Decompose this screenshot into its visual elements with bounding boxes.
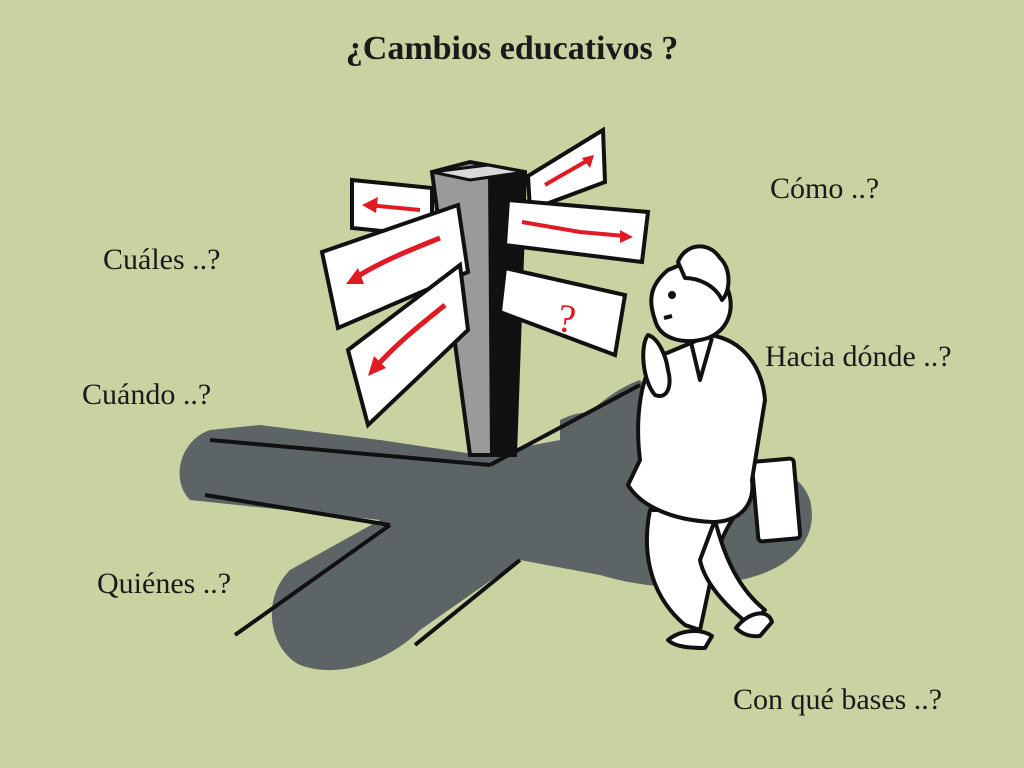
question-cuando: Cuándo ..? xyxy=(82,378,212,411)
sign-question-mark: ? xyxy=(555,295,579,342)
sign-right-top xyxy=(525,126,608,213)
question-cuales: Cuáles ..? xyxy=(103,243,221,276)
person-figure xyxy=(626,244,803,650)
shadow-extension xyxy=(560,412,640,540)
sign-right-bottom: ? xyxy=(497,265,628,358)
sign-left-bottom xyxy=(345,261,471,429)
question-como: Cómo ..? xyxy=(770,172,880,205)
question-hacia-donde: Hacia dónde ..? xyxy=(765,340,952,373)
sign-right-middle xyxy=(502,197,651,265)
page-title: ¿Cambios educativos ? xyxy=(345,30,679,67)
question-quienes: Quiénes ..? xyxy=(97,567,232,600)
question-con-que-bases: Con qué bases ..? xyxy=(733,683,943,716)
sign-left-middle xyxy=(319,202,471,331)
